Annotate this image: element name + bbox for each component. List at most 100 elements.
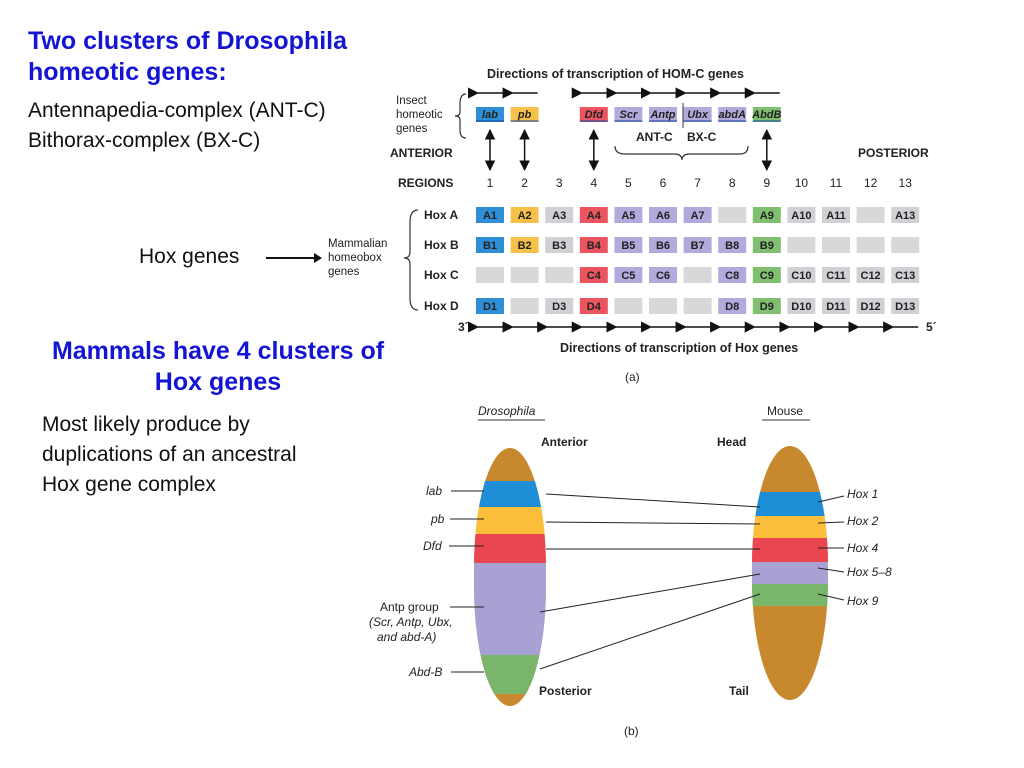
hox-gene-box — [787, 207, 816, 223]
hox-empty-box — [614, 298, 643, 314]
hox-gene-box — [822, 298, 850, 314]
insect-gene-label: Dfd — [585, 109, 604, 121]
hox-gene-label: C4 — [587, 270, 602, 282]
fly-band-abdb — [474, 655, 546, 694]
region-number: 6 — [660, 176, 667, 190]
hox-gene-box — [787, 298, 816, 314]
insect-gene-box-underline — [683, 120, 712, 122]
region-number: 3 — [556, 176, 563, 190]
fly-body — [474, 448, 546, 706]
fly-band-lab — [474, 481, 546, 507]
dup-line1: Most likely produce by — [42, 413, 250, 436]
fly-label-lab: lab — [426, 484, 442, 498]
hox-gene-box — [822, 267, 850, 283]
line-pb-hox2 — [545, 521, 761, 525]
hox-gene-box — [718, 298, 747, 314]
mouse-leader-hox58 — [817, 567, 845, 573]
drosophila-label: Drosophila — [478, 404, 536, 418]
hox-empty-box — [891, 237, 920, 253]
main-title-line2: homeotic genes: — [28, 58, 227, 86]
region-number: 7 — [694, 176, 701, 190]
fly-label-antp-group: Antp group — [380, 600, 439, 614]
hox-empty-box — [476, 267, 504, 283]
hox-empty-box — [545, 267, 574, 283]
antc-line: Antennapedia-complex (ANT-C) — [28, 99, 326, 122]
region-double-arrows — [484, 128, 773, 172]
hox-empty-box — [683, 267, 712, 283]
insect-gene-box — [510, 107, 539, 122]
complex-list: Antennapedia-complex (ANT-C) Bithorax-co… — [28, 96, 326, 156]
mouse-body — [752, 446, 828, 700]
main-title-line1: Two clusters of Drosophila — [28, 27, 348, 55]
hox-empty-box — [510, 267, 539, 283]
mouse-label: Mouse — [767, 404, 803, 418]
hox-gene-label: D12 — [861, 301, 881, 313]
dup-line3: Hox gene complex — [42, 473, 216, 496]
hox-gene-label: A10 — [791, 210, 811, 222]
mouse-label-hox2: Hox 2 — [847, 514, 879, 528]
insect-gene-box — [752, 107, 781, 122]
hox-gene-box — [683, 237, 712, 253]
hox-gene-label: D9 — [760, 301, 774, 313]
hox-gene-box — [649, 207, 677, 223]
hox-gene-box — [510, 207, 539, 223]
fly-posterior-label: Posterior — [539, 684, 592, 698]
insect-gene-label: Antp — [649, 109, 675, 121]
insect-gene-label: Ubx — [687, 109, 709, 121]
region-number: 5 — [625, 176, 632, 190]
hox-gene-label: A5 — [621, 210, 635, 222]
hox-empty-box — [718, 207, 747, 223]
anterior-label: ANTERIOR — [390, 146, 453, 160]
hox-gene-label: C10 — [791, 270, 811, 282]
mouse-leader-hox2 — [817, 521, 845, 524]
hox-gene-label: A9 — [760, 210, 774, 222]
hox-gene-label: C13 — [895, 270, 915, 282]
dup-line2: duplications of an ancestral — [42, 443, 297, 466]
hox-gene-box — [718, 237, 747, 253]
mouse-label-hox58: Hox 5–8 — [847, 565, 892, 579]
line-abdb-hox9 — [539, 593, 761, 670]
hox-gene-label: A4 — [587, 210, 602, 222]
mammal-label-line1: Mammalian — [328, 238, 387, 250]
hox-gene-label: B4 — [587, 240, 602, 252]
bxc-line: Bithorax-complex (BX-C) — [28, 129, 261, 152]
region-number: 10 — [795, 176, 809, 190]
hox-empty-box — [649, 298, 677, 314]
mouse-band-hox9 — [752, 584, 828, 606]
mouse-tail-label: Tail — [729, 684, 749, 698]
hox-gene-label: D10 — [791, 301, 811, 313]
hox-arrow-icon — [266, 253, 322, 263]
hox-gene-box — [614, 237, 643, 253]
hox-gene-label: C12 — [861, 270, 881, 282]
hox-gene-box — [856, 267, 885, 283]
five-prime-label: 5´ — [926, 320, 937, 334]
hox-gene-box — [545, 207, 574, 223]
mammals-line2: Hox genes — [154, 368, 282, 396]
hox-gene-box — [579, 267, 608, 283]
insect-gene-box-underline — [718, 120, 747, 122]
hox-gene-box — [545, 298, 574, 314]
hox-gene-label: D8 — [725, 301, 739, 313]
hox-gene-box — [476, 207, 504, 223]
hox-gene-label: A11 — [826, 210, 846, 222]
hox-genes-label: Hox genes — [139, 245, 240, 268]
hox-gene-label: B5 — [621, 240, 635, 252]
insect-label-line3: genes — [396, 123, 428, 135]
caption-a: (a) — [625, 370, 640, 384]
hox-gene-box — [752, 298, 781, 314]
bxc-label: BX-C — [687, 130, 717, 144]
regions-label: REGIONS — [398, 176, 453, 190]
region-number: 13 — [899, 176, 913, 190]
mammals-heading: Mammals have 4 clusters of Hox genes — [28, 336, 408, 398]
insect-gene-box-underline — [752, 120, 781, 122]
insect-label-line2: homeotic — [396, 109, 443, 121]
insect-label-line1: Insect — [396, 95, 427, 107]
insect-label: Insect homeotic genes — [396, 95, 443, 135]
mammals-line1: Mammals have 4 clusters of — [51, 337, 385, 365]
insect-gene-box — [579, 107, 608, 122]
insect-gene-box-underline — [476, 120, 504, 122]
hox-gene-box — [476, 237, 504, 253]
